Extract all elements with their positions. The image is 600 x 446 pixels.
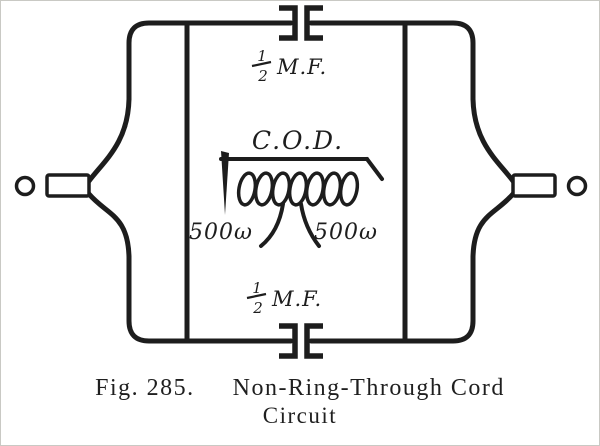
left-plug [14,173,91,198]
coil-center-lead-right [299,202,321,248]
cord-circuit-wires [86,20,516,344]
coil-left-pin [221,151,229,215]
figure-title: Non-Ring-Through Cord [232,375,505,401]
bottom-capacitor: 1 2 M.F. [246,279,323,359]
coil-windings [236,171,360,207]
left-plug-tip [14,175,36,197]
top-capacitor-label: 1 2 M.F. [251,47,327,85]
coil-center-lead-left [259,202,285,248]
bottom-capacitor-fraction-numerator: 1 [252,279,262,297]
top-capacitor-fraction-bar [251,60,272,68]
bottom-capacitor-fraction-denominator: 2 [252,299,263,317]
top-capacitor-fraction-numerator: 1 [257,47,267,65]
wire-left-plug-lower [86,191,132,260]
bottom-capacitor-left-plate [279,323,298,359]
left-plug-body [45,173,91,198]
wire-top-right [308,20,476,102]
top-capacitor-right-plate [304,5,323,41]
caption-line-2: Circuit [262,402,338,428]
top-capacitor-unit: M.F. [276,55,327,79]
right-plug [511,173,588,198]
left-winding-label: 500ω [189,220,253,245]
bottom-capacitor-unit: M.F. [271,287,322,311]
repeating-coil: C.O.D. 500ω 500ω [189,126,384,248]
top-capacitor-left-plate [279,5,298,41]
top-capacitor-fraction-denominator: 2 [257,67,268,85]
coil-right-lead [365,157,384,181]
bottom-capacitor-right-plate [304,323,323,359]
wire-right-plug-lower [470,191,516,260]
bottom-capacitor-fraction-bar [246,292,267,300]
right-winding-label: 500ω [314,220,378,245]
wire-right-plug-upper [470,96,516,184]
circuit-diagram: 1 2 M.F. 1 2 M.F. C.O.D. [14,5,588,359]
top-capacitor: 1 2 M.F. [251,5,327,85]
wire-left-plug-upper [86,96,132,184]
coil-label: C.O.D. [252,126,344,155]
figure-number: Fig. 285. [95,375,195,401]
wire-bottom-left [126,254,294,344]
bottom-capacitor-label: 1 2 M.F. [246,279,322,317]
wire-bottom-right [308,254,476,344]
caption-line-1: Fig. 285. Non-Ring-Through Cord [1,375,599,403]
wire-top-left [126,20,294,102]
figure-caption: Fig. 285. Non-Ring-Through Cord Circuit [1,375,599,429]
right-plug-body [511,173,557,198]
right-plug-tip [566,175,588,197]
coil-turn [338,171,360,207]
